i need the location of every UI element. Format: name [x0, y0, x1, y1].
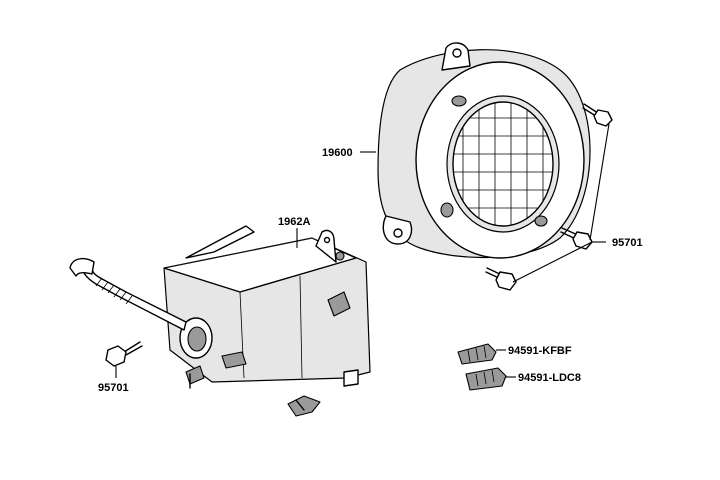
clip-94591-kfbf-part	[457, 343, 506, 365]
bolt-set-right	[485, 103, 613, 291]
bolt-left	[105, 341, 143, 378]
clip-94591-ldc8-part	[465, 367, 516, 391]
label-shroud: 1962A	[278, 216, 310, 228]
shroud-part	[69, 225, 371, 387]
label-clip-upper: 94591-KFBF	[508, 345, 572, 357]
label-bolt-right: 95701	[612, 237, 643, 249]
hose-corrugation	[95, 277, 133, 305]
label-clip-lower: 94591-LDC8	[518, 372, 581, 384]
fan-cover-part	[377, 42, 591, 259]
label-bolt-left: 95701	[98, 382, 129, 394]
clip-floor	[287, 395, 321, 417]
label-fan-cover: 19600	[322, 147, 353, 159]
clip-under-shroud	[185, 365, 205, 389]
